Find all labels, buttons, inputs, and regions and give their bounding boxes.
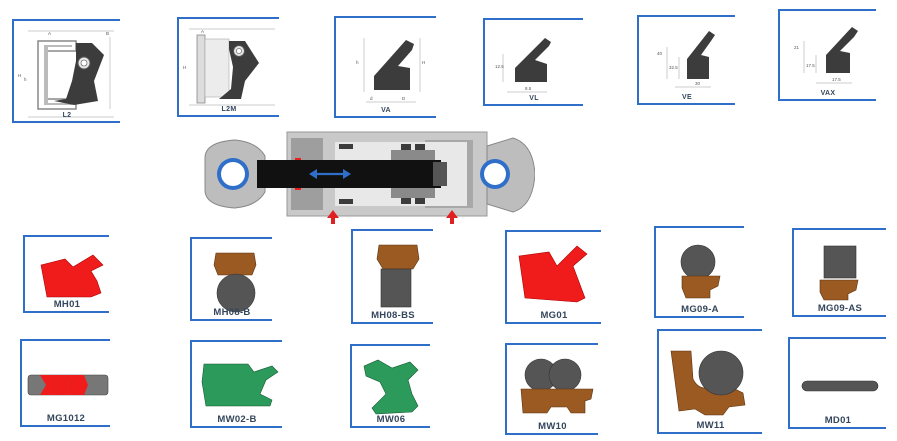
profile-label-mw11: MW11 xyxy=(696,420,725,431)
profile-card-ve[interactable]: 40 32.5 30 VE xyxy=(637,15,735,105)
dim-vl-a-label: 8.5 xyxy=(525,86,532,91)
dim-b-label: B xyxy=(106,31,109,36)
profile-card-mg1012[interactable]: MG1012 xyxy=(20,339,110,427)
dim-vl-h-label: 12.5 xyxy=(495,64,504,69)
dim-vax-h2-label: 17.5 xyxy=(806,63,815,68)
profile-card-mh01[interactable]: MH01 xyxy=(23,235,109,313)
profile-card-l2[interactable]: A B H h L2 xyxy=(12,19,120,123)
mw06-shape xyxy=(363,359,419,415)
profile-card-mh08bs[interactable]: MH08-BS xyxy=(351,229,433,324)
dim-ve-h1-label: 40 xyxy=(657,51,663,56)
up-arrow-icon xyxy=(327,210,339,224)
profile-label-mh08b: MH08-B xyxy=(213,307,251,318)
dim-h-label: H xyxy=(422,60,425,65)
dim-a-label: A xyxy=(48,31,51,36)
profile-label-vl: VL xyxy=(529,95,539,102)
l2m-drawing: A H xyxy=(183,28,275,106)
dim-h-label: H xyxy=(183,65,186,70)
profile-label-mg09a: MG09-A xyxy=(681,304,719,315)
dim-D-label: D xyxy=(402,96,406,101)
profile-label-va: VA xyxy=(381,107,391,114)
profile-label-md01: MD01 xyxy=(824,415,852,426)
profile-card-mw06[interactable]: MW06 xyxy=(350,344,430,428)
profile-label-mg1012: MG1012 xyxy=(46,413,86,424)
mg09as-shape xyxy=(819,245,859,301)
va-drawing: h H d D xyxy=(356,38,425,103)
mh08bs-shape xyxy=(376,244,420,308)
mw02b-shape xyxy=(201,363,279,407)
profile-label-l2m: L2M xyxy=(221,106,237,113)
up-arrow-icon xyxy=(446,210,458,224)
profile-label-mg09as: MG09-AS xyxy=(817,303,863,314)
vax-drawing: 21 17.5 17.5 xyxy=(794,27,858,84)
profile-card-mg09as[interactable]: MG09-AS xyxy=(792,228,886,317)
hydraulic-cylinder-assembly xyxy=(204,131,535,224)
profile-card-mh08b[interactable]: MH08-B xyxy=(190,237,272,321)
profile-card-va[interactable]: h H d D VA xyxy=(334,16,436,118)
dim-a-label: A xyxy=(201,29,204,34)
profile-label-mw06: MW06 xyxy=(376,414,406,425)
profile-card-mw02b[interactable]: MW02-B xyxy=(190,340,282,428)
dim-h-label: H xyxy=(18,73,21,78)
mh01-shape xyxy=(40,254,104,298)
profile-label-ve: VE xyxy=(682,94,692,101)
dim-vax-h1-label: 21 xyxy=(794,45,800,50)
dim-vax-a-label: 17.5 xyxy=(832,77,841,82)
profile-card-mw10[interactable]: MW10 xyxy=(505,343,598,435)
profile-label-mh08bs: MH08-BS xyxy=(371,310,415,321)
profile-label-mw02b: MW02-B xyxy=(217,414,257,425)
ve-drawing: 40 32.5 30 xyxy=(657,31,715,88)
mg1012-shape xyxy=(27,374,109,396)
dim-ve-a-label: 30 xyxy=(695,81,701,86)
profile-card-vl[interactable]: 12.5 8.5 VL xyxy=(483,18,583,106)
profile-card-mg01[interactable]: MG01 xyxy=(505,230,601,324)
vl-drawing: 12.5 8.5 xyxy=(495,38,551,93)
dim-ve-h2-label: 32.5 xyxy=(669,65,678,70)
mg01-shape xyxy=(518,245,588,303)
mg09a-shape xyxy=(680,244,721,299)
profile-label-mg01: MG01 xyxy=(540,310,568,321)
md01-shape xyxy=(801,380,879,392)
profile-card-l2m[interactable]: A H L2M xyxy=(177,17,279,117)
dim-d-label: d xyxy=(370,96,373,101)
profile-card-mw11[interactable]: MW11 xyxy=(657,329,762,434)
mw10-shape xyxy=(520,358,594,414)
double-arrow-icon xyxy=(309,169,351,179)
l2-drawing: A B H h xyxy=(18,30,114,118)
mh08b-shape xyxy=(213,252,257,313)
profile-label-mh01: MH01 xyxy=(53,299,81,310)
dim-h-small-label: h xyxy=(356,60,359,65)
profile-label-mw10: MW10 xyxy=(538,421,567,432)
dim-h-small-label: h xyxy=(24,77,27,82)
profile-card-vax[interactable]: 21 17.5 17.5 VAX xyxy=(778,9,876,101)
mw11-shape xyxy=(670,350,746,416)
profile-card-mg09a[interactable]: MG09-A xyxy=(654,226,744,318)
profile-label-vax: VAX xyxy=(820,90,836,97)
profile-label-l2: L2 xyxy=(62,112,72,119)
profile-card-md01[interactable]: MD01 xyxy=(788,337,886,429)
